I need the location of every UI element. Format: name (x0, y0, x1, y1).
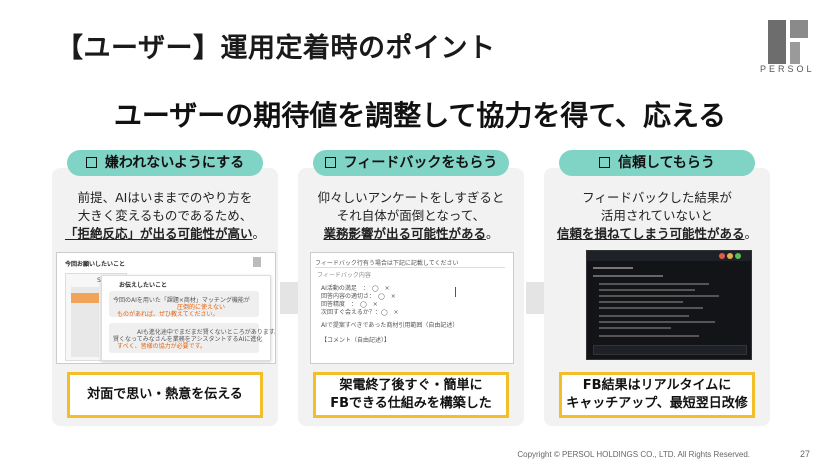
slide-title: 【ユーザー】運用定着時のポイント (56, 33, 496, 64)
screenshot-chat-app-dark (586, 250, 752, 360)
screenshot-slide-message: 今回お願いしたいこと SFDC お伝えしたいこと 今回のAIを用いた「課題×商材… (56, 252, 276, 364)
column-heading-pill: 嫌われないようにする (67, 150, 263, 176)
emphasis-text: 「拒絶反応」が出る可能性が高い (64, 226, 253, 241)
emphasis-text: 業務影響が出る可能性がある (323, 226, 486, 241)
screenshot-feedback-form: フィードバック行有う場合は下記に記載してください フィードバック内容 AI活動の… (310, 252, 514, 364)
mini-logo-icon (253, 257, 261, 267)
column-result-box: 架電終了後すぐ・簡単に FBできる仕組みを構築した (313, 372, 509, 418)
slide-headline: ユーザーの期待値を調整して協力を得て、応える (113, 99, 727, 132)
column-heading: フィードバックをもらう (343, 155, 498, 171)
page-number: 27 (800, 449, 811, 459)
text-cursor-icon (455, 287, 456, 297)
column-heading-pill: 信頼してもらう (559, 150, 755, 176)
column-result-box: FB結果はリアルタイムに キャッチアップ、最短翌日改修 (559, 372, 755, 418)
column-description: 前提、AIはいままでのやり方を 大きく変えるものであるため、 「拒絶反応」が出る… (64, 190, 266, 241)
column-heading: 信頼してもらう (618, 155, 715, 171)
column-description: フィードバックした結果が 活用されていないと 信頼を損ねてしまう可能性がある。 (556, 190, 758, 241)
column-description: 仰々しいアンケートをしすぎると それ自体が面倒となって、 業務影響が出る可能性が… (317, 190, 505, 241)
checkbox-icon (85, 157, 97, 168)
logo-wordmark: PERSOL (760, 64, 815, 74)
persol-logo (764, 18, 816, 78)
emphasis-text: 信頼を損ねてしまう可能性がある (556, 226, 745, 241)
checkbox-icon (599, 157, 611, 168)
column-heading: 嫌われないようにする (104, 155, 245, 171)
copyright-text: Copyright © PERSOL HOLDINGS CO., LTD. Al… (517, 450, 750, 459)
column-heading-pill: フィードバックをもらう (313, 150, 509, 176)
column-result-box: 対面で思い・熱意を伝える (67, 372, 263, 418)
checkbox-icon (324, 157, 336, 168)
